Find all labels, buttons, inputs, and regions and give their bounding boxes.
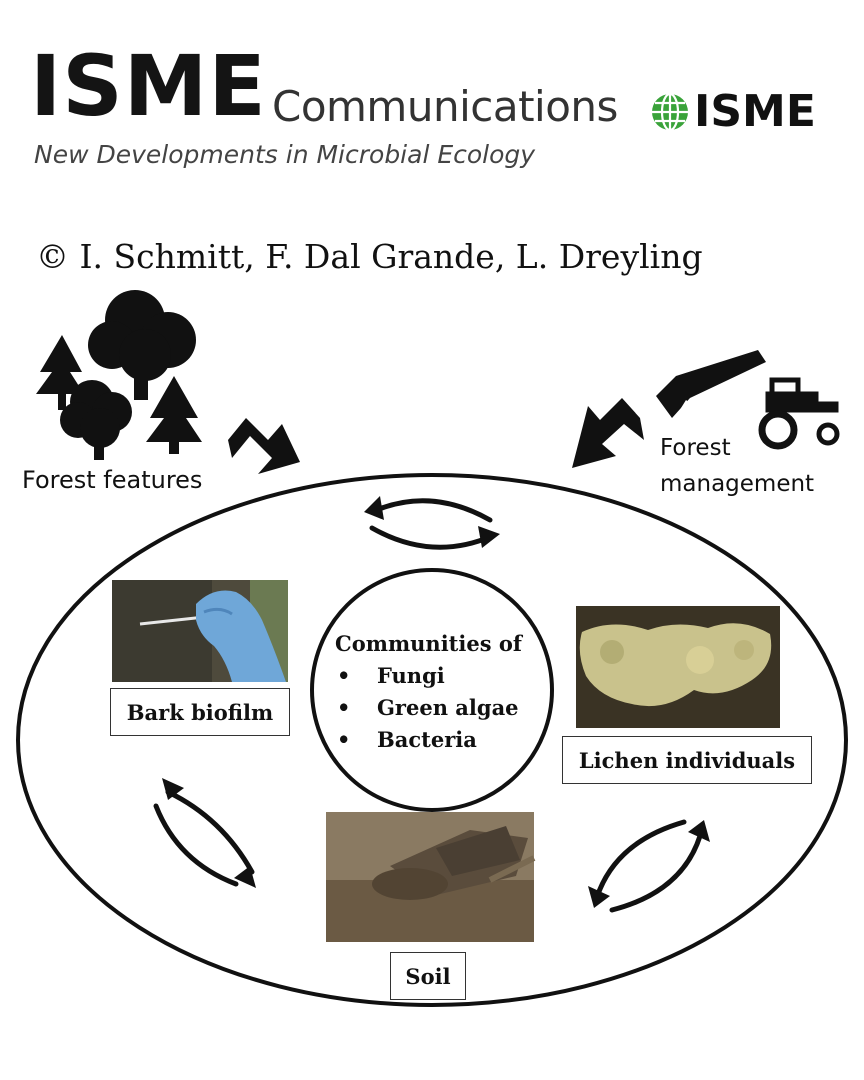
- lichen-photo: [576, 606, 780, 728]
- globe-icon: [652, 92, 688, 132]
- bark-biofilm-photo: [112, 580, 288, 682]
- cycle-arrows-top: [369, 498, 495, 550]
- forest-features-label: Forest features: [22, 466, 203, 494]
- journal-subtitle: New Developments in Microbial Ecology: [34, 140, 536, 169]
- forest-management-label: Forest management: [660, 430, 814, 502]
- lichen-individuals-label: Lichen individuals: [562, 736, 812, 784]
- tractor-icon: [758, 377, 840, 450]
- tree-icons: [36, 290, 202, 460]
- saw-icon: [656, 350, 766, 418]
- cycle-arrows-left: [153, 789, 255, 887]
- communities-text: Communities of Fungi Green algae Bacteri…: [335, 628, 522, 756]
- journal-title-communications: Communications: [272, 82, 618, 131]
- list-item: Green algae: [335, 692, 522, 724]
- ecosystem-ellipse: [16, 473, 848, 1007]
- communities-heading: Communities of: [335, 631, 522, 656]
- forest-management-line2: management: [660, 471, 815, 497]
- list-item: Fungi: [335, 660, 522, 692]
- arrow-forest-features: [228, 418, 300, 474]
- cycle-arrows-right: [593, 819, 703, 913]
- soil-photo: [326, 812, 536, 942]
- forest-management-line1: Forest: [660, 435, 731, 461]
- list-item: Bacteria: [335, 724, 522, 756]
- bark-biofilm-label: Bark biofilm: [110, 688, 290, 736]
- soil-label: Soil: [390, 952, 466, 1000]
- copyright-line: © I. Schmitt, F. Dal Grande, L. Dreyling: [36, 237, 703, 276]
- isme-logo: ISME: [650, 90, 816, 134]
- arrow-forest-management: [572, 398, 644, 468]
- isme-logo-text: ISME: [694, 86, 816, 137]
- journal-title-isme: ISME: [30, 37, 267, 135]
- communities-list: Fungi Green algae Bacteria: [335, 660, 522, 756]
